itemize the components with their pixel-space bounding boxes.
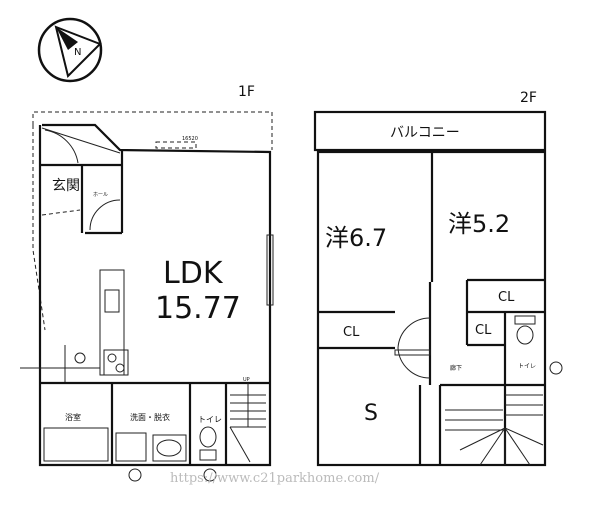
room-washroom-label: 洗面・脱衣 (130, 412, 170, 422)
watermark-url: https://www.c21parkhome.com/ (170, 471, 380, 486)
room-ldk-size: 15.77 (155, 291, 241, 326)
room-storage-label: S (364, 401, 378, 426)
floor1-plan: 16520 玄関 ホール LDK 15.77 (20, 111, 274, 482)
corridor-label: 廊下 (450, 364, 462, 372)
closet-b-label: CL (475, 323, 492, 338)
room-bath-label: 浴室 (65, 412, 81, 422)
room-toilet-label: トイレ (198, 415, 222, 424)
stairs-up-label: UP (243, 377, 250, 383)
entrance-label: 玄関 (52, 177, 80, 194)
floor2-title: 2F (520, 90, 537, 106)
room-western1-label: 洋6.7 (325, 224, 387, 252)
room-toilet2-label: トイレ (518, 363, 536, 370)
floor1-title: 1F (238, 84, 255, 100)
dimension-label: 16520 (182, 136, 198, 142)
room-ldk-label: LDK (163, 256, 224, 291)
compass-icon: N (37, 17, 103, 83)
compass-north-label: N (74, 47, 81, 58)
floor2-plan: バルコニー 洋6.7 洋5.2 CL CL CL S 廊下 トイレ (313, 110, 563, 467)
room-western2-label: 洋5.2 (448, 210, 510, 238)
room-hall-label: ホール (93, 192, 108, 198)
room-entrance-label: 玄関 (52, 177, 80, 194)
closet-a-label: CL (498, 290, 515, 305)
balcony-label: バルコニー (390, 125, 460, 141)
closet-c-label: CL (343, 325, 360, 340)
